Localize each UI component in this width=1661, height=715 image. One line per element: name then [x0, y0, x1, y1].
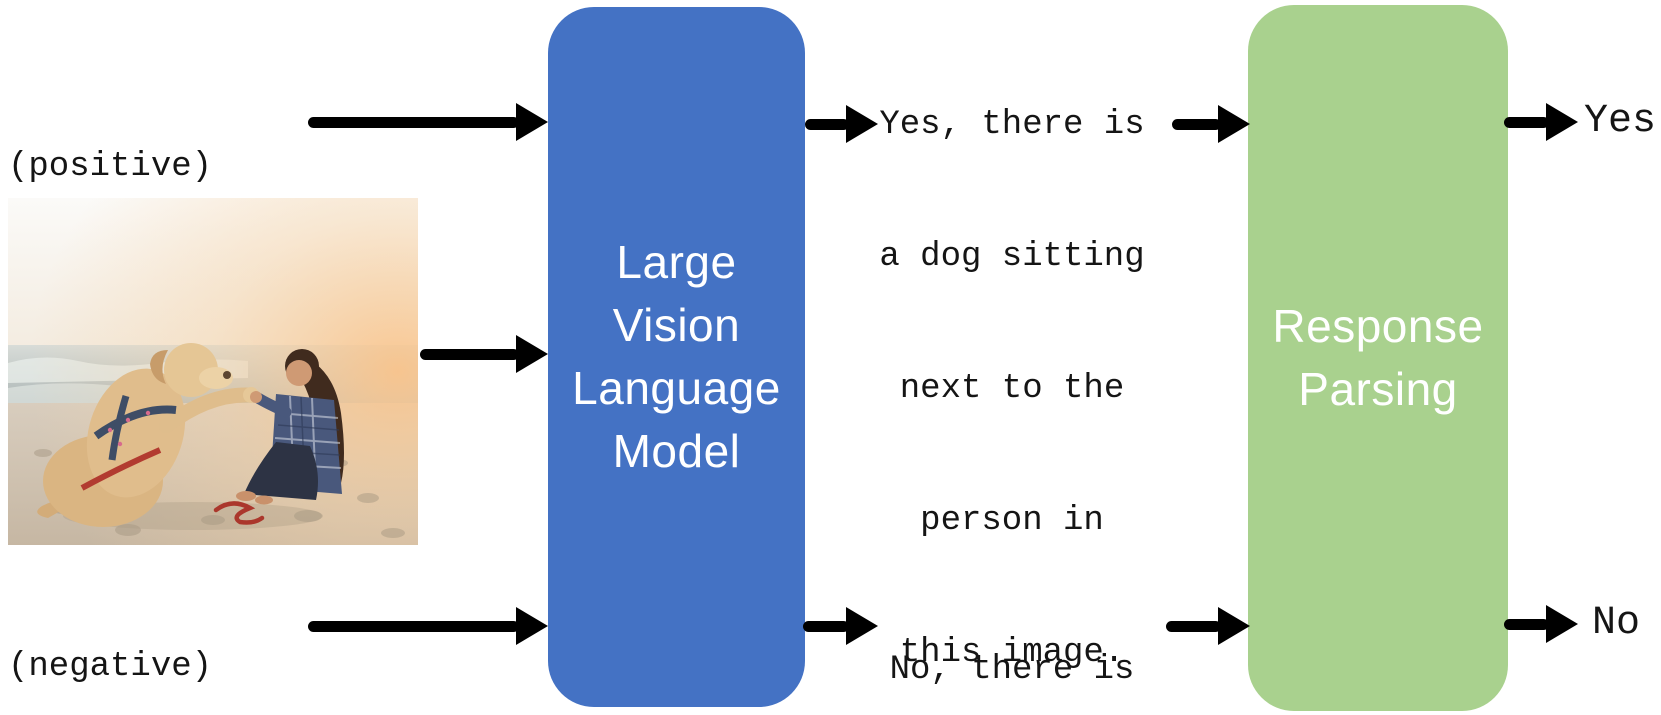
- beach-photo: [8, 198, 418, 545]
- vlm-box-label-line: Language: [572, 362, 781, 414]
- arrow-model-to-positive-response-icon: [805, 105, 878, 143]
- arrow-shaft: [308, 620, 519, 632]
- arrow-shaft: [1504, 618, 1549, 630]
- positive-response: Yes, there is a dog sitting next to the …: [852, 15, 1172, 715]
- arrow-shaft: [1166, 620, 1221, 632]
- text-line: Yes, there is: [879, 106, 1145, 144]
- arrow-shaft: [1172, 118, 1221, 130]
- arrow-shaft: [803, 620, 849, 632]
- response-parsing-box: Response Parsing: [1248, 5, 1508, 711]
- arrow-negative-prompt-to-model-icon: [308, 607, 548, 645]
- vlm-box-label-line: Large: [616, 236, 737, 288]
- text-line: No, there is: [889, 651, 1135, 689]
- arrow-head: [1218, 105, 1250, 143]
- positive-prompt-tag: (positive): [8, 148, 213, 186]
- arrow-head: [1546, 605, 1578, 643]
- arrow-head: [846, 607, 878, 645]
- output-no: No: [1592, 601, 1641, 646]
- arrow-shaft: [805, 118, 849, 130]
- negative-prompt-tag: (negative): [8, 648, 213, 686]
- arrow-positive-response-to-parsing-icon: [1172, 105, 1250, 143]
- text-line: this image.: [899, 634, 1125, 672]
- arrow-model-to-negative-response-icon: [803, 607, 878, 645]
- person-figure: [236, 349, 344, 505]
- text-line: next to the: [899, 370, 1125, 408]
- arrow-head: [846, 105, 878, 143]
- arrow-shaft: [308, 116, 519, 128]
- text-line: a dog sitting: [879, 238, 1145, 276]
- output-yes: Yes: [1584, 99, 1657, 144]
- arrow-positive-prompt-to-model-icon: [308, 103, 548, 141]
- vlm-box-label-line: Model: [612, 425, 741, 477]
- arrow-head: [1218, 607, 1250, 645]
- parsing-box-label-line: Parsing: [1298, 363, 1458, 415]
- arrow-parsing-to-no-icon: [1504, 605, 1578, 643]
- arrow-photo-to-model-icon: [420, 335, 548, 373]
- text-line: person in: [920, 502, 1104, 540]
- dog-figure: [37, 343, 259, 527]
- parsing-box-label-line: Response: [1272, 300, 1484, 352]
- arrow-head: [516, 607, 548, 645]
- arrow-shaft: [420, 348, 519, 360]
- arrow-head: [516, 335, 548, 373]
- negative-prompt: (negative) Is there a cat in this image?: [8, 555, 294, 715]
- vlm-box-label-line: Vision: [612, 299, 741, 351]
- vlm-box: Large Vision Language Model: [548, 7, 805, 707]
- arrow-shaft: [1504, 116, 1549, 128]
- arrow-head: [516, 103, 548, 141]
- arrow-parsing-to-yes-icon: [1504, 103, 1578, 141]
- beach-photo-illustration: [8, 198, 418, 545]
- arrow-head: [1546, 103, 1578, 141]
- arrow-negative-response-to-parsing-icon: [1166, 607, 1250, 645]
- negative-response: No, there is not a cat in this image: [852, 560, 1172, 715]
